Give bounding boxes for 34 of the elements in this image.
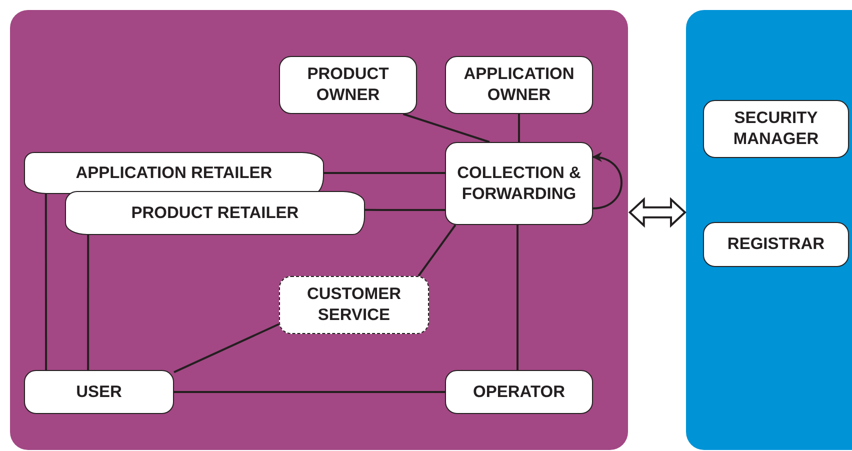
connector-line (44, 194, 48, 370)
role-label: PRODUCT RETAILER (130, 202, 300, 224)
role-label: COLLECTION & FORWARDING (456, 162, 582, 204)
role-box (279, 276, 429, 334)
connector-line (87, 235, 90, 370)
role-label: SECURITY MANAGER (732, 108, 820, 150)
double-block-arrow (628, 197, 686, 228)
role-label: APPLICATION OWNER (462, 64, 576, 106)
connector-line (516, 225, 519, 370)
role-box (703, 100, 849, 158)
authority-panel (686, 10, 852, 450)
connector-line (402, 113, 490, 143)
role-label: APPLICATION RETAILER (74, 162, 274, 184)
loop-arrow (592, 153, 622, 210)
organization-panel (10, 10, 628, 450)
connector-line (418, 224, 456, 277)
role-box (445, 370, 593, 414)
role-label: OPERATOR (472, 382, 566, 402)
role-label: USER (75, 382, 123, 402)
connector-line (174, 323, 280, 374)
role-box (24, 370, 174, 414)
role-label: REGISTRAR (726, 234, 826, 255)
connector-line (174, 391, 445, 393)
role-box (445, 142, 593, 225)
role-label: CUSTOMER SERVICE (306, 284, 402, 326)
role-box (445, 56, 593, 114)
connector-line (518, 114, 520, 142)
role-box (65, 191, 365, 235)
role-box (24, 152, 324, 194)
connector-line (365, 208, 445, 212)
role-box (703, 222, 849, 267)
role-label: PRODUCT OWNER (306, 64, 390, 106)
connector-line (324, 172, 445, 174)
role-box (279, 56, 417, 114)
